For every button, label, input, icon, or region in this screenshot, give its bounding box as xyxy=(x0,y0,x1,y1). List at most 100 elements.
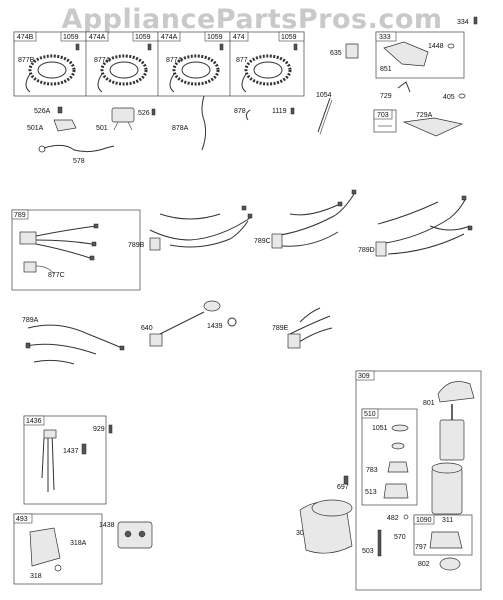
harness-box xyxy=(11,209,141,291)
part-label: 877C xyxy=(48,272,65,279)
harness-789d[interactable]: 789D xyxy=(358,195,473,257)
box-label: 493 xyxy=(16,516,28,523)
ignition-module-icon[interactable] xyxy=(383,41,429,67)
spring-icon[interactable] xyxy=(391,442,405,450)
part-label: 501A xyxy=(27,125,44,132)
ground-wire-icon[interactable] xyxy=(43,144,115,153)
ignition-box xyxy=(375,31,465,79)
box-label: 1436 xyxy=(26,418,42,425)
connector-icon[interactable] xyxy=(53,119,77,132)
ring-terminal-icon[interactable] xyxy=(227,317,237,327)
clip-icon[interactable] xyxy=(245,109,251,121)
screw-icon xyxy=(343,475,349,485)
wire-lead-icon[interactable] xyxy=(201,95,207,151)
harness-label: 789B xyxy=(128,242,145,249)
part-label: 318A xyxy=(70,540,87,547)
starter-group: 309 510 1051 783 513 801 310 697 309A 48… xyxy=(296,370,482,591)
rectifier-parts: 526A 501A 501 526 878A 878 1119 578 xyxy=(27,95,295,165)
stator-part-label: 877B xyxy=(18,57,35,64)
drive-end-cap-icon[interactable] xyxy=(437,381,475,403)
part-label: 802 xyxy=(418,561,430,568)
stator-box-2[interactable]: 474A 1059 877A xyxy=(85,31,159,93)
stator-box-4[interactable]: 474 1059 877 xyxy=(229,31,305,93)
tie-strap-icon[interactable] xyxy=(317,97,331,133)
part-label: 1119 xyxy=(272,108,287,115)
shield-plate-icon[interactable] xyxy=(402,117,464,137)
stator-part-label: 877A xyxy=(94,57,111,64)
cable-icon[interactable] xyxy=(159,311,205,335)
stator-coil-icon xyxy=(172,54,220,86)
part-label: 635 xyxy=(330,50,342,57)
pinion-icon[interactable] xyxy=(383,483,409,499)
washer-icon xyxy=(447,43,455,49)
clip-icon[interactable] xyxy=(397,81,411,93)
stator-group-frame xyxy=(13,31,305,97)
harness-789b[interactable]: 789B xyxy=(128,205,253,251)
key-switch-box xyxy=(23,415,107,505)
box-label: 309 xyxy=(358,373,370,380)
connector-icon[interactable] xyxy=(43,429,57,439)
part-label: 334 xyxy=(457,19,469,26)
bracket-box xyxy=(13,513,103,585)
stator-box-label: 474B xyxy=(17,34,34,41)
cap-icon[interactable] xyxy=(391,424,409,432)
screw-icon xyxy=(293,43,298,51)
stator-coil-icon xyxy=(100,54,148,86)
stator-box-1[interactable]: 474B 1059 877B xyxy=(13,31,87,93)
screw-icon xyxy=(108,424,113,434)
connector-icon[interactable] xyxy=(19,231,37,245)
screw-icon xyxy=(57,106,63,114)
end-cap-icon[interactable] xyxy=(439,557,461,571)
part-label: 729 xyxy=(380,93,392,100)
part-label: 482 xyxy=(387,515,399,522)
part-label: 311 xyxy=(442,517,453,524)
plug-icon[interactable] xyxy=(203,300,221,312)
solenoid-icon[interactable] xyxy=(117,521,153,549)
housing-icon[interactable] xyxy=(431,467,463,515)
connector-icon xyxy=(375,241,387,257)
harness-789c[interactable]: 789C xyxy=(254,189,357,249)
box-label: 703 xyxy=(377,112,389,119)
stator-coil-icon xyxy=(244,54,292,86)
part-label: 526A xyxy=(34,108,51,115)
screw-label: 1059 xyxy=(281,34,297,41)
connector-icon xyxy=(271,233,283,249)
part-label: 1448 xyxy=(428,43,444,50)
connector-icon[interactable] xyxy=(149,333,163,347)
part-label: 789A xyxy=(22,317,39,324)
washer-icon xyxy=(403,514,409,520)
part-label: 1437 xyxy=(63,448,79,455)
part-label: 640 xyxy=(141,325,153,332)
screw-icon xyxy=(290,107,295,115)
part-label: 878 xyxy=(234,108,246,115)
wire-lead-icon[interactable] xyxy=(41,431,55,492)
rectifier-icon[interactable] xyxy=(111,107,135,123)
box-label: 510 xyxy=(364,411,376,418)
bracket-icon[interactable] xyxy=(29,527,61,567)
armature-icon[interactable] xyxy=(439,419,465,461)
stator-box-label: 474A xyxy=(89,34,106,41)
part-label: 578 xyxy=(73,158,85,165)
screw-icon xyxy=(473,16,478,25)
harness-row: 789 877C 789B 789C xyxy=(11,189,473,291)
stator-box-3[interactable]: 474A 1059 877A xyxy=(157,31,231,93)
part-label: 851 xyxy=(380,66,392,73)
part-label: 1051 xyxy=(372,425,388,432)
mid-row: 789A 640 1439 789E xyxy=(22,300,333,365)
part-label: 729A xyxy=(416,112,433,119)
part-label: 783 xyxy=(366,467,378,474)
plug-icon[interactable] xyxy=(23,261,37,273)
stator-box-label: 474 xyxy=(233,34,245,41)
part-label: 1439 xyxy=(207,323,223,330)
harness-789a[interactable] xyxy=(25,324,123,365)
drive-kit-box xyxy=(361,408,418,506)
watermark: AppliancePartsPros.com xyxy=(61,4,442,35)
end-cap-box xyxy=(413,514,473,556)
starter-frame xyxy=(355,370,482,591)
brush-plate-icon[interactable] xyxy=(429,531,463,549)
spark-plug-boot-icon[interactable] xyxy=(345,43,359,59)
part-label: 697 xyxy=(337,484,349,491)
harness-label: 789C xyxy=(254,238,271,245)
gear-icon[interactable] xyxy=(387,461,409,473)
screw-label: 1059 xyxy=(207,34,223,41)
